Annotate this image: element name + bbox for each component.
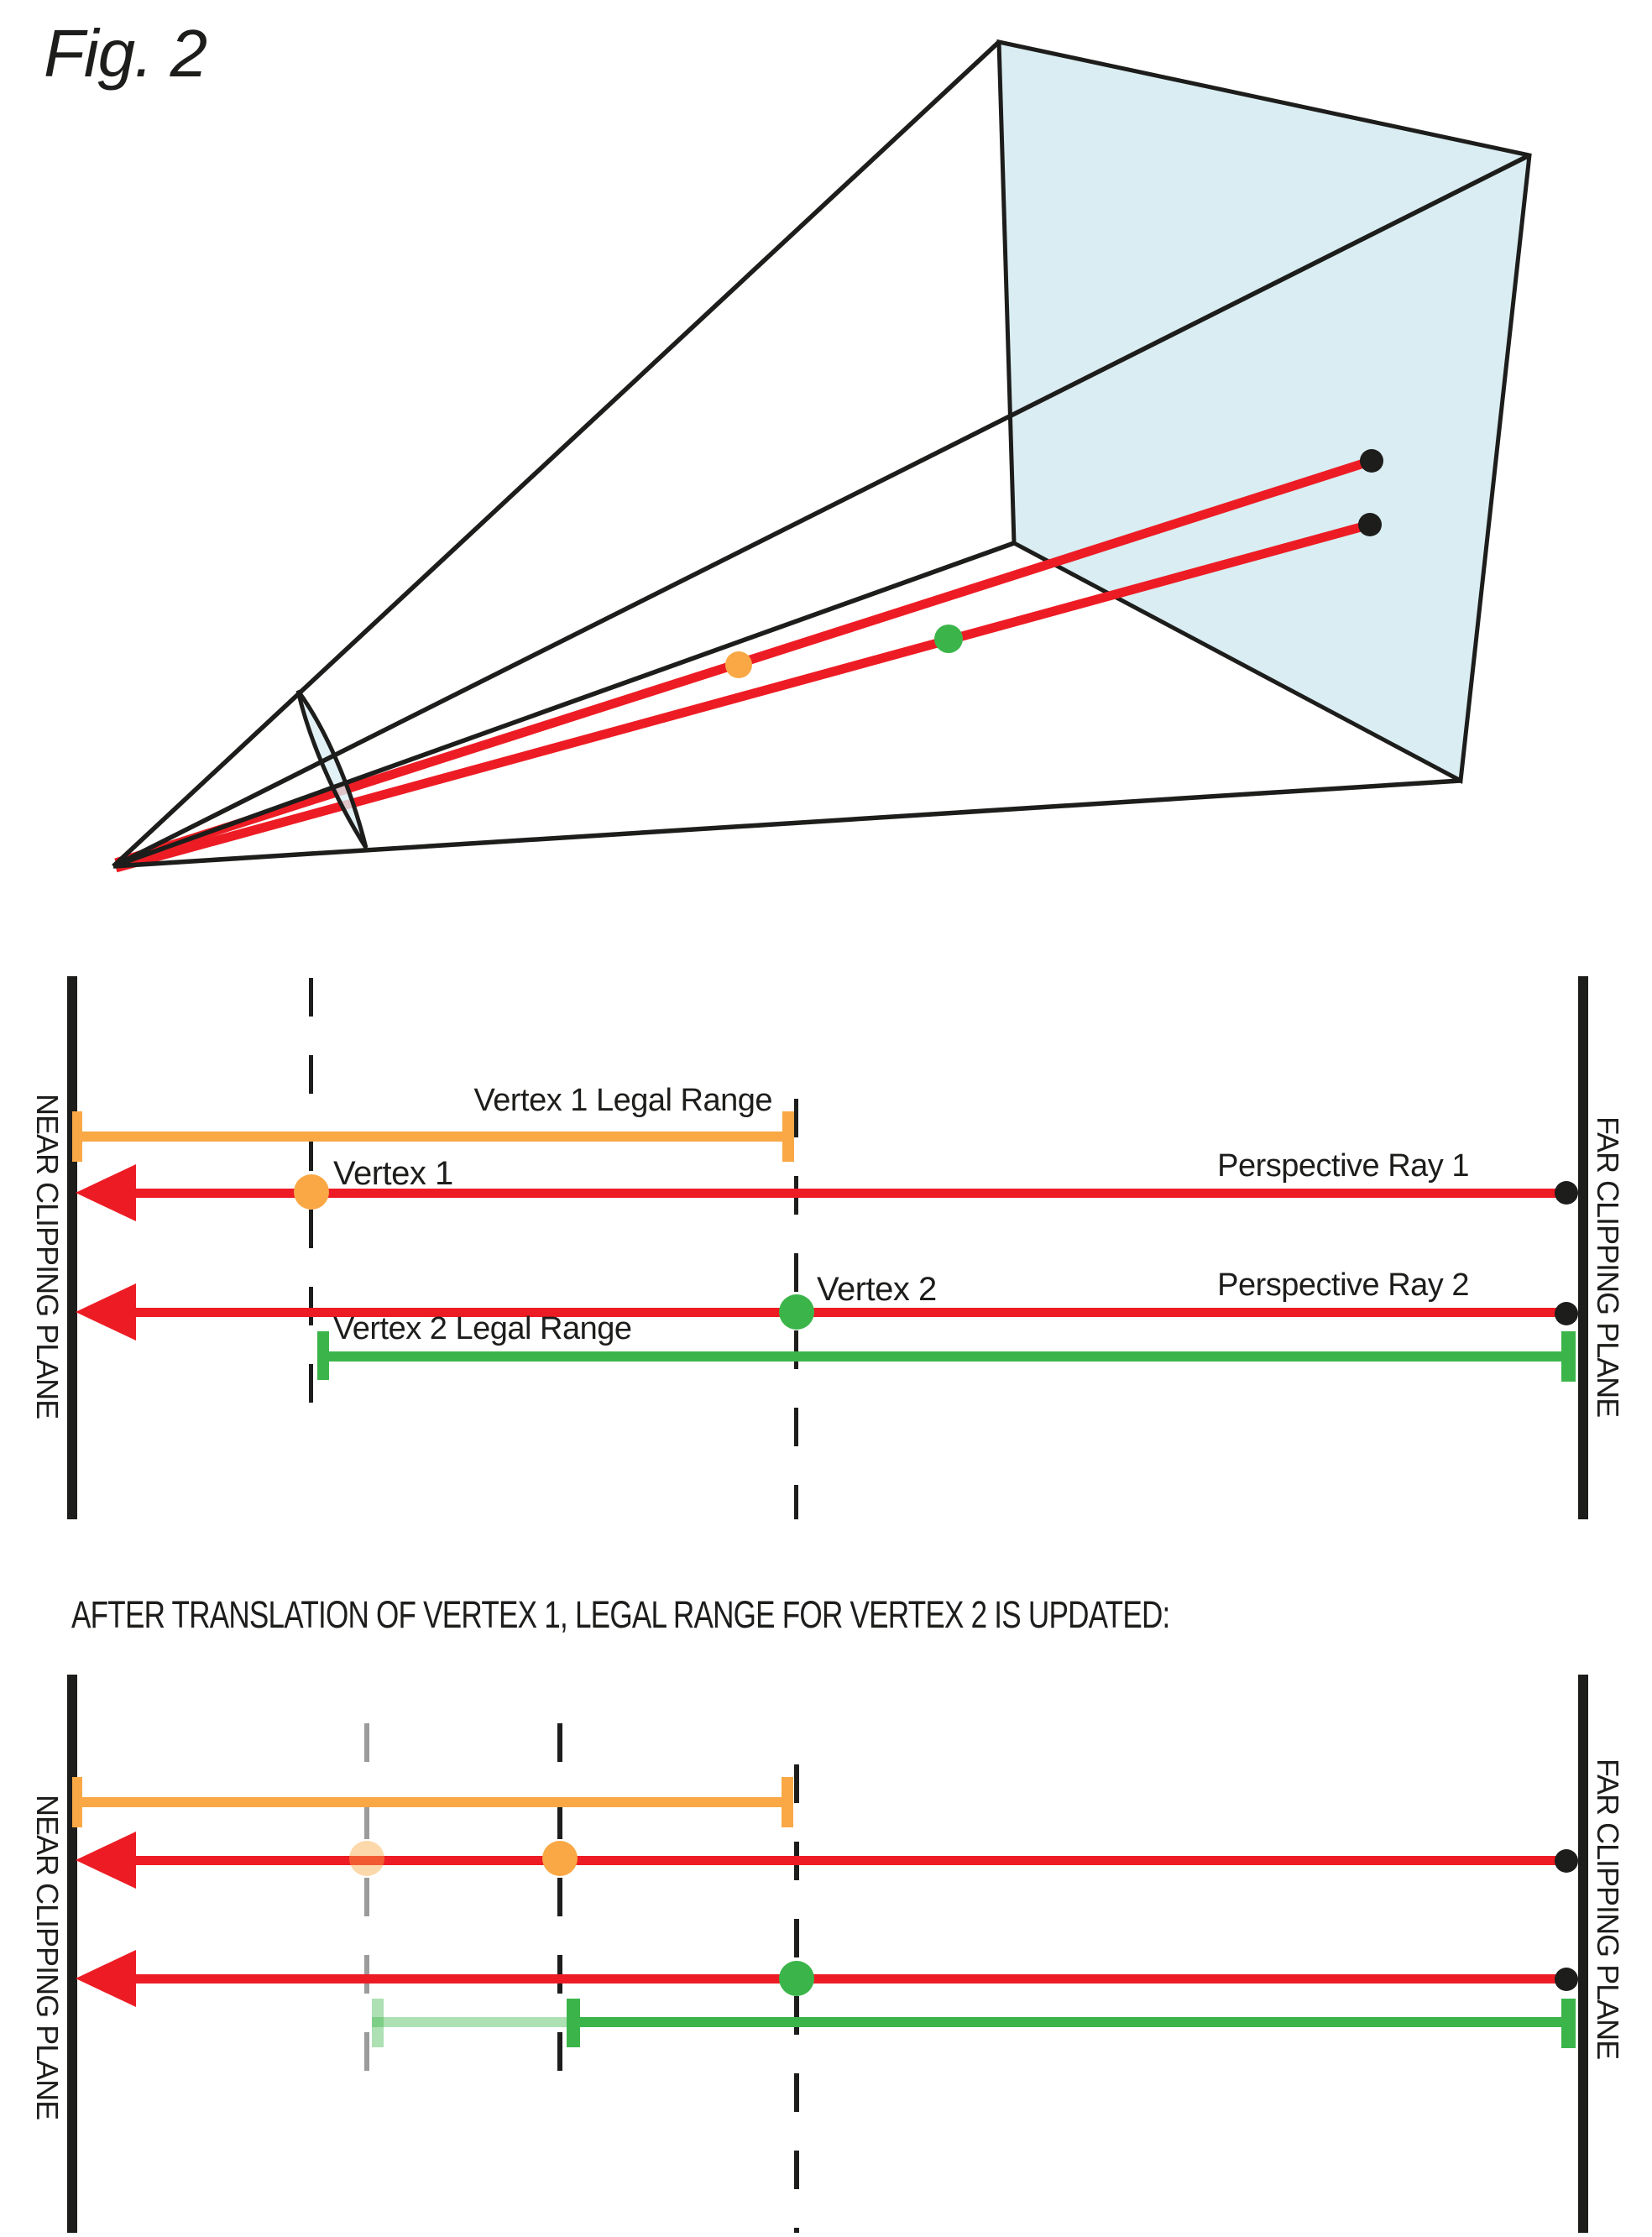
perspective-ray-1-label: Perspective Ray 1 [1217,1148,1469,1184]
vertex1-legal-range-label: Vertex 1 Legal Range [473,1083,773,1118]
perspective-ray-1-line-before [118,1189,1561,1198]
vertex1-new-position-dot [542,1841,578,1876]
near-clipping-plane-label-before: NEAR CLIPPING PLANE [30,1094,65,1419]
vertex1-old-position-dot [349,1841,384,1876]
view-frustum-3d-figure [112,39,1532,873]
vertex1-legal-range-bar-after [72,1797,793,1807]
far-clipping-plane-label-after: FAR CLIPPING PLANE [1591,1759,1625,2060]
near-clipping-plane-sliver [295,689,369,849]
vertex1-legal-range-bar [72,1132,794,1142]
vertex1-dot-before [294,1174,329,1210]
vertex2-dot-3d [934,625,963,653]
near-clipping-plane-label-after: NEAR CLIPPING PLANE [30,1795,65,2120]
far-clipping-plane-quad [996,39,1532,784]
vertex1-dot-3d [725,651,752,678]
frustum-edge-top-right [112,153,1531,869]
far-clipping-plane-line-before [1578,976,1588,1519]
frustum-edge-bottom [112,778,1461,869]
figure-number-label: Fig. 2 [44,16,207,91]
ray2-endpoint-dot-3d [1358,513,1382,536]
vertex1-old-position-dashed-line [364,1723,369,2093]
vertex2-range-right-cap-after [1561,1999,1576,2048]
near-clipping-plane-line-before [67,976,77,1519]
far-clipping-plane-line-after [1578,1675,1588,2233]
vertex1-range-right-cap-after [782,1777,793,1827]
vertex1-new-position-dashed-line [557,1723,562,2098]
ray1-endpoint-dot-before [1555,1181,1578,1205]
frustum-edge-top-left [112,39,1001,869]
frustum-edge-bottom-left [112,541,1015,869]
vertex1-range-left-cap [72,1111,82,1162]
vertex2-dot-before [779,1294,814,1330]
perspective-ray-2-line-before [118,1308,1561,1317]
vertex2-old-range-bar-faded [372,2017,573,2027]
vertex2-range-right-cap [1561,1331,1576,1382]
perspective-ray-1-line-after [118,1856,1561,1865]
vertex1-label: Vertex 1 [333,1155,453,1192]
ray2-endpoint-dot-after [1555,1968,1578,1991]
vertex2-position-dashed-line-after [794,1764,799,2233]
vertex2-old-range-left-cap-faded [372,1999,384,2047]
perspective-ray-2-label: Perspective Ray 2 [1217,1267,1469,1303]
vertex2-range-left-cap [317,1331,329,1380]
far-clipping-plane-label-before: FAR CLIPPING PLANE [1591,1116,1625,1418]
vertex2-dot-after [779,1961,814,1996]
vertex2-legal-range-label: Vertex 2 Legal Range [333,1311,632,1346]
vertex2-legal-range-bar-after [573,2017,1576,2027]
vertex1-range-left-cap-after [72,1777,82,1827]
perspective-ray-2-3d [114,520,1372,873]
vertex2-label: Vertex 2 [817,1271,937,1308]
ray1-endpoint-dot-3d [1360,449,1383,473]
perspective-ray-2-line-after [118,1974,1561,1984]
vertex1-range-right-cap [782,1111,794,1162]
after-translation-heading: AFTER TRANSLATION OF VERTEX 1, LEGAL RAN… [71,1593,1170,1636]
vertex2-legal-range-bar [319,1351,1576,1362]
frustum-edges [112,39,1531,869]
ray1-endpoint-dot-after [1555,1849,1578,1873]
ray2-endpoint-dot-before [1555,1302,1578,1325]
